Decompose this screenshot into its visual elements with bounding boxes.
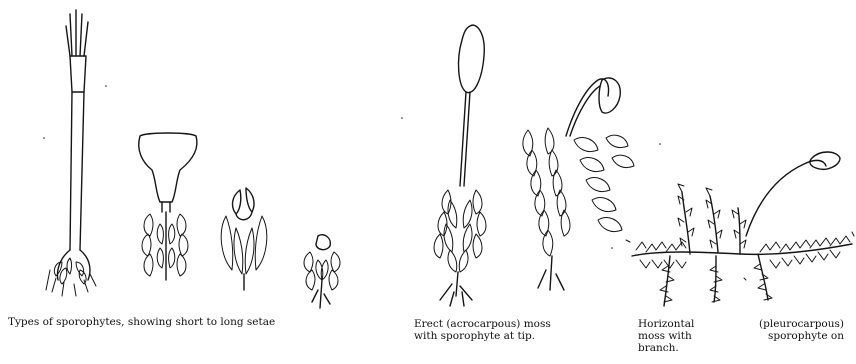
caption-horizontal-2b: sporophyte on xyxy=(768,330,844,342)
stray-marks xyxy=(43,85,661,249)
caption-erect-moss: Erect (acrocarpous) moss with sporophyte… xyxy=(414,318,614,342)
sporophyte-sessile xyxy=(221,188,267,290)
caption-horizontal-1b: (pleurocarpous) xyxy=(759,318,844,330)
sporophyte-long-seta xyxy=(46,10,96,296)
erect-moss-straight xyxy=(434,25,486,306)
caption-horizontal-moss: Horizontal (pleurocarpous) moss with spo… xyxy=(638,318,844,354)
sporophyte-short-seta xyxy=(139,133,197,280)
erect-moss-curved xyxy=(523,78,634,290)
sporophyte-immersed xyxy=(304,235,340,308)
caption-horizontal-3: branch. xyxy=(638,342,844,354)
caption-sporophyte-types: Types of sporophytes, showing short to l… xyxy=(8,316,388,328)
caption-horizontal-row-1: Horizontal (pleurocarpous) xyxy=(638,318,844,330)
pleurocarpous-moss xyxy=(626,152,854,306)
caption-erect-line-2: with sporophyte at tip. xyxy=(414,330,614,342)
caption-horizontal-1a: Horizontal xyxy=(638,318,694,330)
caption-horizontal-2a: moss with xyxy=(638,330,692,342)
caption-horizontal-row-2: moss with sporophyte on xyxy=(638,330,844,342)
caption-erect-line-1: Erect (acrocarpous) moss xyxy=(414,318,614,330)
